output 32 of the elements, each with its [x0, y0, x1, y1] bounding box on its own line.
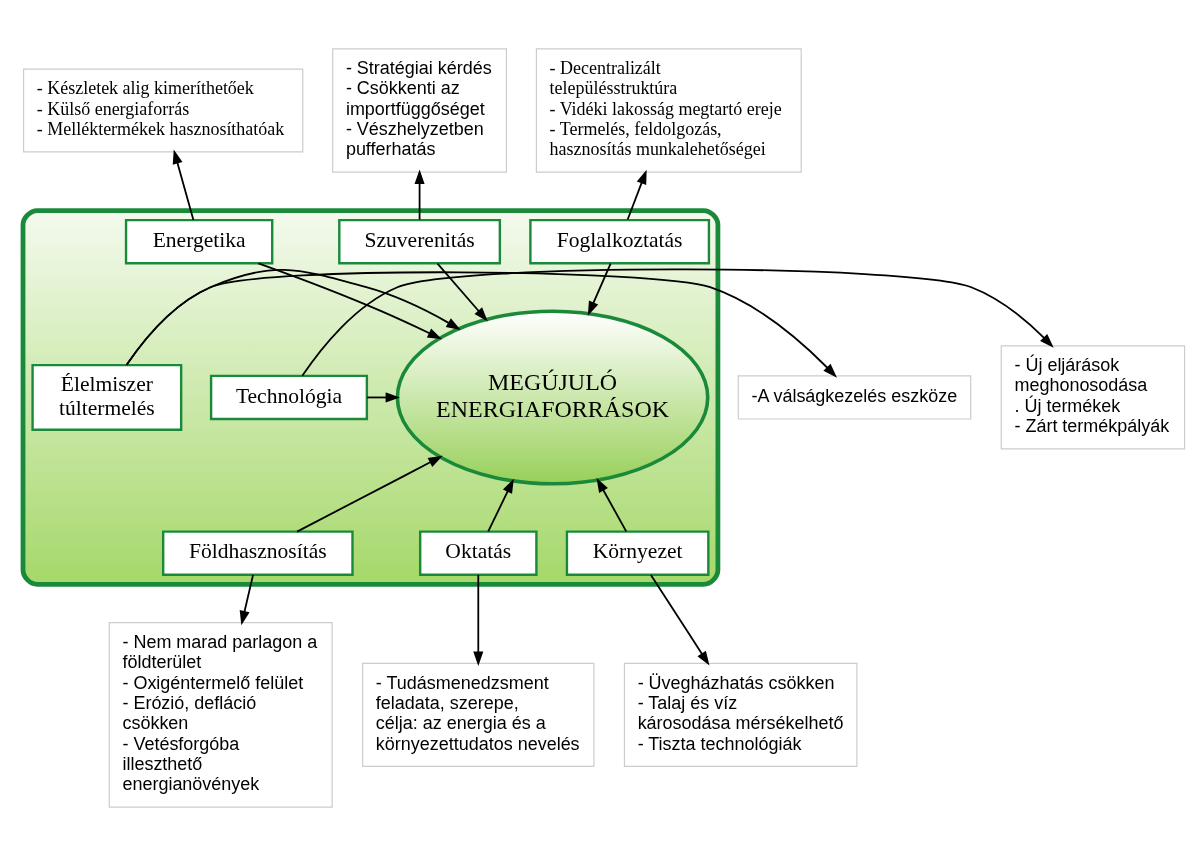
node-box: Oktatás — [419, 529, 538, 576]
cluster — [20, 207, 721, 587]
node-box: Földhasznosítás — [162, 529, 354, 576]
arrow — [125, 270, 837, 378]
node-box: -A válságkezelés eszköze — [737, 374, 972, 420]
node-box: Környezet — [565, 529, 710, 576]
arrow — [414, 169, 425, 220]
node-box: - Tudásmenedzsment feladata, szerepe, célja: az energia és a környezettudatos nevelés — [362, 662, 595, 767]
node-box: - Üvegházhatás csökken - Talaj és víz károsodása mérsékelhető - Tiszta technológiák — [623, 662, 858, 767]
arrow — [587, 262, 612, 316]
node-box: Technológia — [209, 374, 369, 420]
node-box: Szuverenitás — [338, 218, 502, 264]
node-box: - Stratégiai kérdés - Csökkenti az importfüggőséget - Vészhelyzetben pufferhatás — [332, 47, 508, 173]
arrow — [436, 262, 488, 321]
arrow — [626, 169, 647, 220]
node-box: - Decentralizált településstruktúra - Vidéki lakosság megtartó ereje - Termelés, feldolgozás, hasznosítás munkalehetőségei — [535, 47, 802, 173]
node-box: - Új eljárások meghonosodása . Új termékek - Zárt termékpályák — [1000, 344, 1186, 450]
arrow — [172, 148, 195, 221]
arrow — [239, 573, 254, 625]
arrow — [296, 455, 443, 532]
arrow — [650, 573, 710, 665]
node-box: Foglalkoztatás — [529, 218, 711, 264]
node-box: - Nem marad parlagon a földterület - Oxigéntermelő felület - Erózió, defláció csökken - Vetésforgóba illeszthető energianövények — [108, 621, 333, 808]
arrow — [257, 262, 442, 339]
arrow — [487, 478, 514, 532]
arrow — [473, 573, 484, 666]
arrow — [366, 391, 400, 402]
node-box: Energetika — [124, 218, 274, 264]
node-box: Élelmiszer túltermelés — [31, 363, 183, 431]
arrow — [301, 267, 1054, 377]
node-box: - Készletek alig kimeríthetőek - Külső energiaforrás - Melléktermékek hasznosíthatóak — [23, 68, 304, 152]
arrow — [596, 477, 628, 532]
